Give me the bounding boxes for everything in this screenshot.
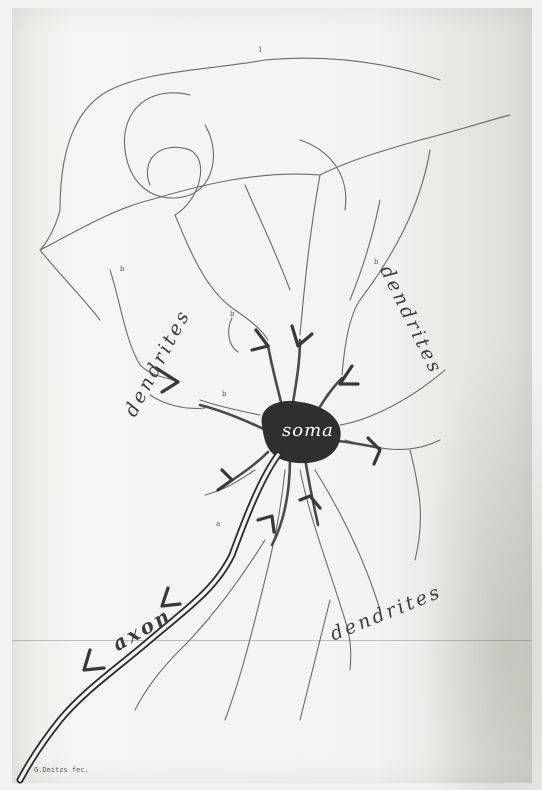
engraver-signature: G.Deitzs fec.	[34, 766, 89, 774]
arrow-icon	[258, 516, 274, 532]
arrow-icon	[300, 496, 320, 508]
arrow-icon	[252, 330, 268, 350]
label-soma: soma	[282, 420, 334, 441]
plate-mark: a	[216, 520, 220, 528]
plate-mark: 1	[258, 46, 262, 54]
arrow-icon	[218, 470, 232, 490]
signal-arrows	[84, 326, 380, 670]
plate-mark: b	[230, 310, 234, 318]
plate-mark: b	[222, 390, 226, 398]
arrow-icon	[292, 326, 312, 346]
plate-mark: b	[374, 258, 378, 266]
dendrite-branches	[40, 58, 510, 720]
arrow-icon	[84, 650, 104, 670]
arrow-icon	[368, 438, 380, 464]
plate-mark: b	[120, 265, 124, 273]
